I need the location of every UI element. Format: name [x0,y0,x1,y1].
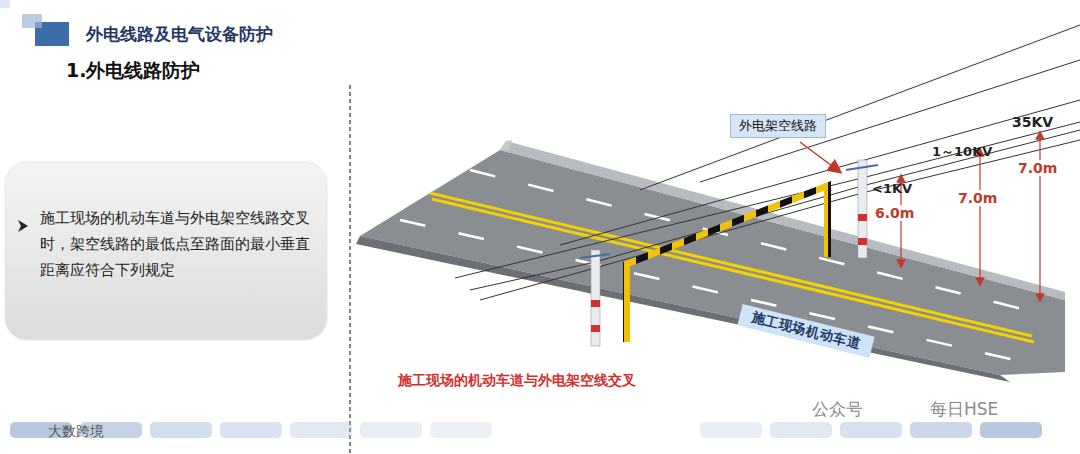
height-dimension: 7.0m [1017,160,1058,176]
voltage-label: 35KV [1012,114,1053,130]
section-heading: 1.外电线路防护 [66,58,200,84]
watermark: 大数跨境 [48,423,104,441]
height-dimension: 7.0m [957,190,998,206]
callout-box: 外电架空线路 [730,114,826,138]
height-dimension: 6.0m [874,205,915,221]
slide-title: 外电线路及电气设备防护 [86,23,273,46]
watermark: 每日HSE [930,398,998,421]
voltage-label: <1KV [872,181,912,196]
node-text: 施工现场的机动车道与外电架空线路交叉时，架空线路的最低点至路面的最小垂直距离应符… [40,205,318,283]
note-box: 施工现场的机动车道与外电架空线路交叉时，架空线路的最低点至路面的最小垂直距离应符… [40,205,318,283]
watermark: 公众号 [812,398,863,421]
voltage-label: 1～10KV [932,143,992,161]
figure-caption: 施工现场的机动车道与外电架空线交叉 [398,372,636,390]
node-text: 外电架空线路 [739,117,817,135]
